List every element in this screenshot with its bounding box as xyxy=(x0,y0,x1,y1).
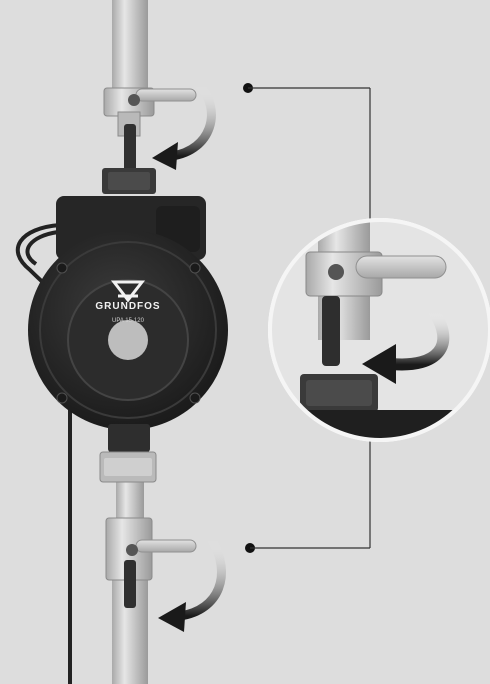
upper-union-nut xyxy=(102,168,156,194)
water-pipe xyxy=(112,0,148,684)
lower-valve xyxy=(105,517,197,608)
grundfos-logo-icon xyxy=(110,280,146,303)
valve-handle xyxy=(128,88,197,106)
circulation-pump: GRUNDFOS UPA 15-120 xyxy=(28,196,228,452)
curved-arrow-icon xyxy=(152,81,216,170)
zoom-detail xyxy=(268,218,490,442)
upper-valve xyxy=(103,87,197,172)
leader-line-icon xyxy=(243,83,371,220)
valve-handle xyxy=(126,539,197,556)
brand-label: GRUNDFOS xyxy=(95,301,160,312)
lower-union-nut xyxy=(99,451,157,483)
model-label: UPA 15-120 xyxy=(112,318,145,324)
curved-arrow-icon xyxy=(158,535,226,632)
leader-line-icon xyxy=(245,440,371,553)
vent-screw xyxy=(108,320,148,360)
